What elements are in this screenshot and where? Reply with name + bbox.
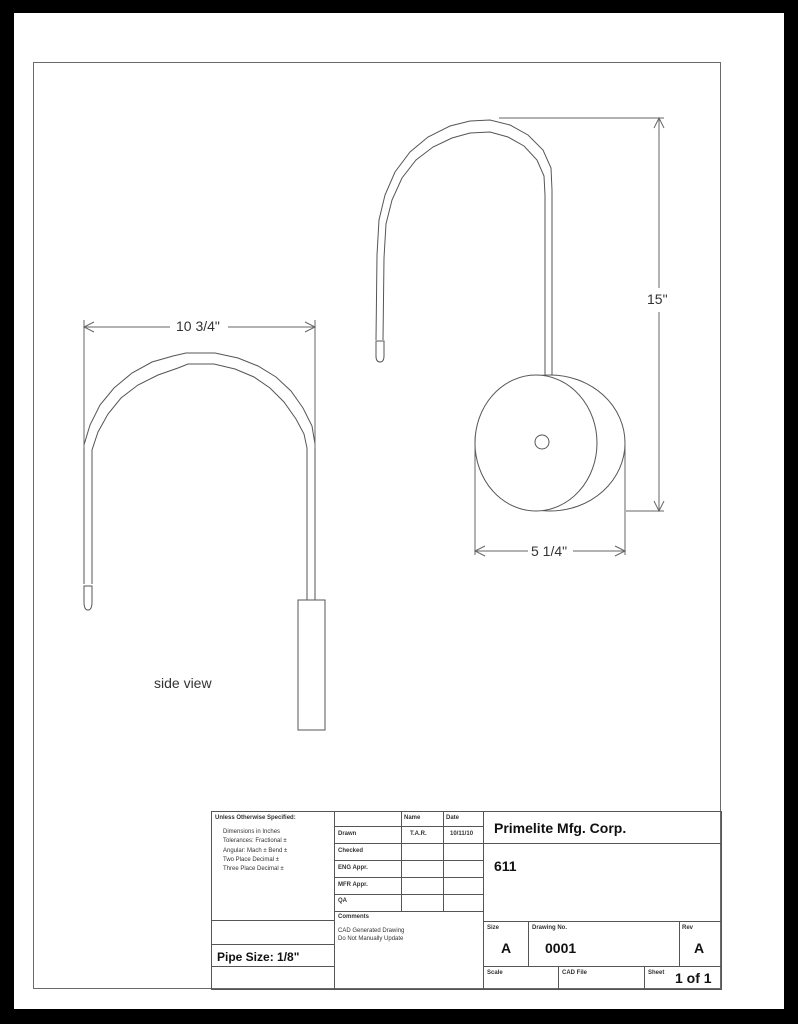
notes-header: Unless Otherwise Specified: [215, 815, 296, 821]
scale-label: Scale [487, 970, 503, 976]
approval-name: T.A.R. [410, 831, 427, 837]
base-width-label: 5 1/4" [528, 543, 571, 559]
drawing-title: 611 [494, 858, 517, 874]
notes-line: Tolerances: Fractional ± [223, 838, 287, 844]
notes-line: Three Place Decimal ± [223, 866, 284, 872]
notes-line: Angular: Mach ± Bend ± [223, 848, 288, 854]
notes-line: Dimensions in Inches [223, 829, 281, 835]
pipe-size: Pipe Size: 1/8" [217, 950, 300, 964]
drawing-no-label: Drawing No. [532, 925, 568, 931]
drawing-no-value: 0001 [545, 940, 577, 956]
approval-role: QA [338, 898, 347, 904]
side-view-label: side view [154, 675, 212, 691]
approval-role: Checked [338, 848, 364, 854]
front-view-base [474, 374, 626, 512]
front-height-dimension [499, 116, 665, 513]
approvals-date-header: Date [446, 815, 460, 821]
sheet-label: Sheet [648, 970, 665, 976]
front-height-label: 15" [644, 291, 671, 307]
comments-header: Comments [338, 914, 370, 920]
side-width-label: 10 3/4" [173, 318, 223, 334]
base-width-dimension [473, 445, 627, 557]
side-view-tube [83, 352, 316, 611]
approvals-name-header: Name [404, 815, 421, 821]
rev-value: A [694, 940, 705, 956]
size-value: A [501, 940, 512, 956]
drawing-frame [33, 62, 721, 989]
approval-role: ENG Appr. [338, 865, 368, 871]
company-name: Primelite Mfg. Corp. [494, 820, 627, 836]
approval-role: MFR Appr. [338, 882, 368, 888]
sheet-value: 1 of 1 [675, 970, 712, 986]
side-width-dimension [82, 320, 317, 448]
side-view-base [297, 599, 326, 731]
comments-line: CAD Generated Drawing [338, 928, 405, 934]
rev-label: Rev [682, 925, 694, 931]
notes-line: Two Place Decimal ± [223, 857, 279, 863]
comments-line: Do Not Manually Update [338, 936, 404, 942]
size-label: Size [487, 925, 500, 931]
front-view-tube [375, 119, 553, 375]
approval-date: 10/11/10 [450, 831, 474, 837]
approval-role: Drawn [338, 831, 357, 837]
cad-file-label: CAD File [562, 970, 588, 976]
